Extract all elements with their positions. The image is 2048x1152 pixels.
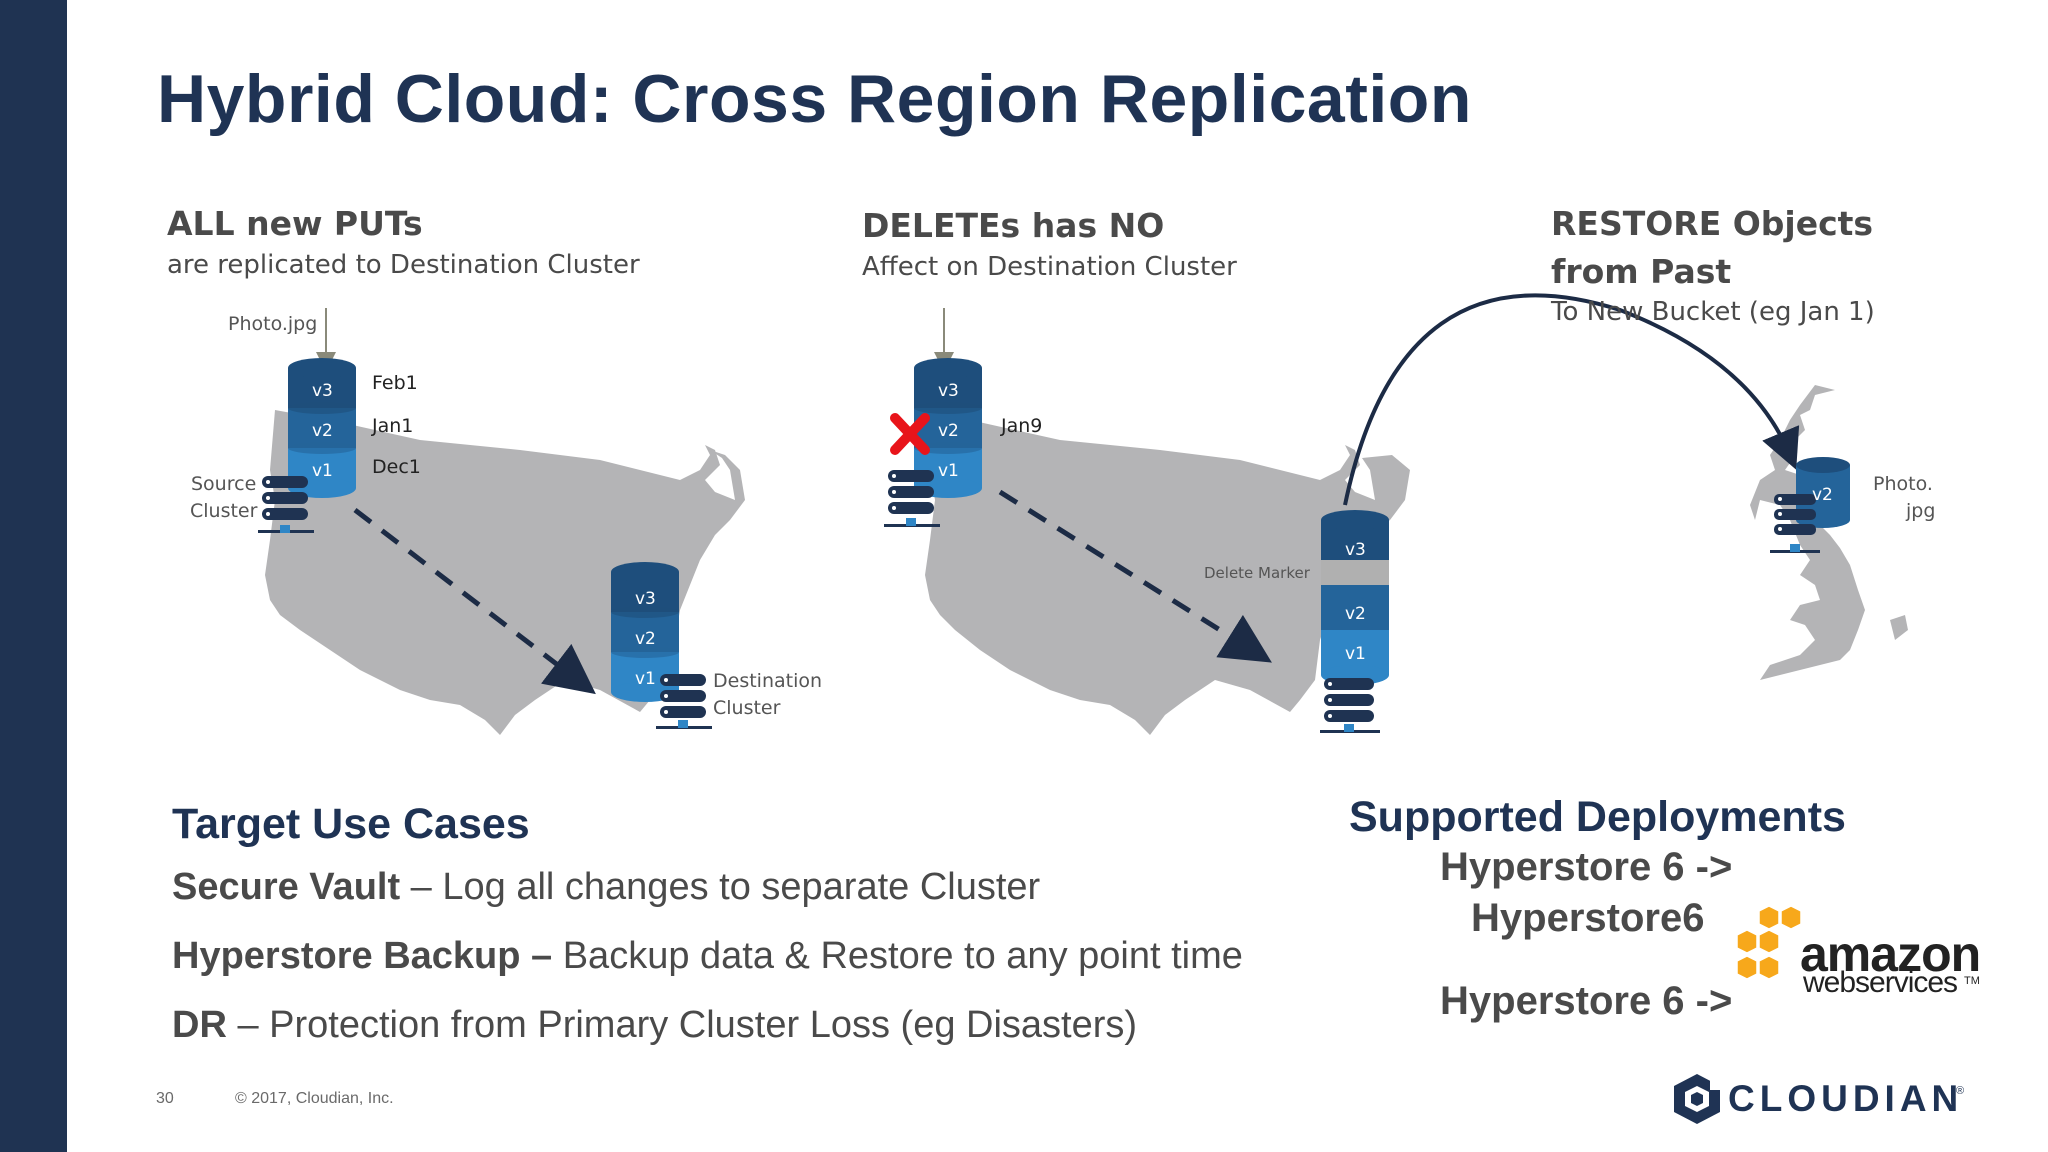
aws-cubes-icon bbox=[1736, 905, 1802, 980]
puts-file-label: Photo.jpg bbox=[228, 313, 318, 335]
source-date-dec1: Dec1 bbox=[372, 456, 421, 478]
aws-webservices-word: webservices bbox=[1803, 966, 1958, 999]
replication-dashed-arrow-1 bbox=[353, 508, 596, 695]
slide-title: Hybrid Cloud: Cross Region Replication bbox=[157, 61, 1472, 137]
restore-heading-1: RESTORE Objects bbox=[1551, 204, 1874, 243]
use-case-bold: Hyperstore Backup – bbox=[172, 935, 553, 977]
copyright: © 2017, Cloudian, Inc. bbox=[235, 1090, 394, 1107]
source-version-v3: v3 bbox=[312, 381, 333, 401]
restore-subheading: To New Bucket (eg Jan 1) bbox=[1551, 297, 1875, 327]
del-dest-version-v2: v2 bbox=[1345, 604, 1366, 624]
deletes-heading: DELETEs has NO bbox=[862, 206, 1165, 245]
del-source-version-v2: v2 bbox=[938, 421, 959, 441]
deployments-title: Supported Deployments bbox=[1349, 793, 1846, 841]
cloudian-registered-mark: ® bbox=[1956, 1085, 1965, 1097]
source-version-v2: v2 bbox=[312, 421, 333, 441]
aws-tm-mark: TM bbox=[1964, 975, 1980, 987]
server-stack-restore bbox=[1770, 494, 1820, 553]
del-dest-version-v3: v3 bbox=[1345, 540, 1366, 560]
restore-cylinder bbox=[1796, 457, 1850, 528]
use-case-item: Secure Vault – Log all changes to separa… bbox=[172, 866, 1040, 909]
del-dest-version-v1: v1 bbox=[1345, 644, 1366, 664]
deployment-line-1: Hyperstore 6 -> bbox=[1440, 845, 1733, 889]
dest-cluster-label-1: Destination bbox=[713, 670, 823, 692]
use-case-item: DR – Protection from Primary Cluster Los… bbox=[172, 1004, 1137, 1047]
source-date-jan1: Jan1 bbox=[372, 415, 414, 437]
deleted-date-label: Jan9 bbox=[1001, 415, 1043, 437]
server-stack-source-1 bbox=[258, 476, 314, 533]
delete-marker-label: Delete Marker bbox=[1204, 564, 1310, 582]
restore-file-label-1: Photo. bbox=[1873, 473, 1933, 495]
use-case-bold: DR bbox=[172, 1004, 227, 1046]
uk-map bbox=[1750, 385, 1908, 680]
source-version-v1: v1 bbox=[312, 461, 333, 481]
replication-dashed-arrow-2 bbox=[998, 489, 1272, 663]
restore-version-v2: v2 bbox=[1812, 485, 1833, 505]
puts-heading: ALL new PUTs bbox=[167, 204, 423, 243]
restore-file-label-2: jpg bbox=[1906, 500, 1936, 522]
puts-subheading: are replicated to Destination Cluster bbox=[167, 250, 640, 280]
server-stack-dest-2 bbox=[1320, 678, 1380, 733]
aws-amazon-word: amazon bbox=[1800, 926, 1981, 982]
cloudian-logo-text: CLOUDIAN bbox=[1728, 1078, 1964, 1119]
use-case-text: Backup data & Restore to any point time bbox=[552, 935, 1243, 977]
use-case-text: – Protection from Primary Cluster Loss (… bbox=[226, 1004, 1138, 1046]
dest-cylinder-puts bbox=[611, 562, 679, 702]
cloudian-logo-icon bbox=[1674, 1072, 1724, 1124]
server-stack-source-2 bbox=[884, 470, 940, 527]
deleted-x-mark bbox=[890, 413, 930, 455]
use-cases-title: Target Use Cases bbox=[172, 800, 530, 848]
page-number: 30 bbox=[156, 1090, 174, 1107]
use-case-bold: Secure Vault bbox=[172, 866, 401, 908]
restore-curved-arrow bbox=[1343, 293, 1800, 506]
sidebar-accent-bar bbox=[0, 0, 67, 1152]
dest-cluster-label-2: Cluster bbox=[713, 697, 781, 719]
source-cluster-label-1: Source bbox=[191, 473, 257, 495]
deployment-line-3: Hyperstore 6 -> bbox=[1440, 979, 1733, 1023]
del-source-version-v1: v1 bbox=[938, 461, 959, 481]
restore-heading-2: from Past bbox=[1551, 252, 1732, 291]
dest-version-v2: v2 bbox=[635, 629, 656, 649]
source-cylinder-deletes bbox=[914, 358, 982, 498]
us-map-middle bbox=[915, 410, 1410, 735]
use-case-item: Hyperstore Backup – Backup data & Restor… bbox=[172, 935, 1243, 978]
del-source-version-v3: v3 bbox=[938, 381, 959, 401]
use-case-text: – Log all changes to separate Cluster bbox=[400, 866, 1041, 908]
dest-version-v3: v3 bbox=[635, 589, 656, 609]
deployment-line-2: Hyperstore6 bbox=[1471, 896, 1705, 940]
source-cluster-label-2: Cluster bbox=[190, 500, 258, 522]
source-date-feb1: Feb1 bbox=[372, 372, 418, 394]
server-stack-dest-1 bbox=[656, 674, 712, 729]
dest-version-v1: v1 bbox=[635, 669, 656, 689]
deletes-subheading: Affect on Destination Cluster bbox=[862, 252, 1237, 282]
